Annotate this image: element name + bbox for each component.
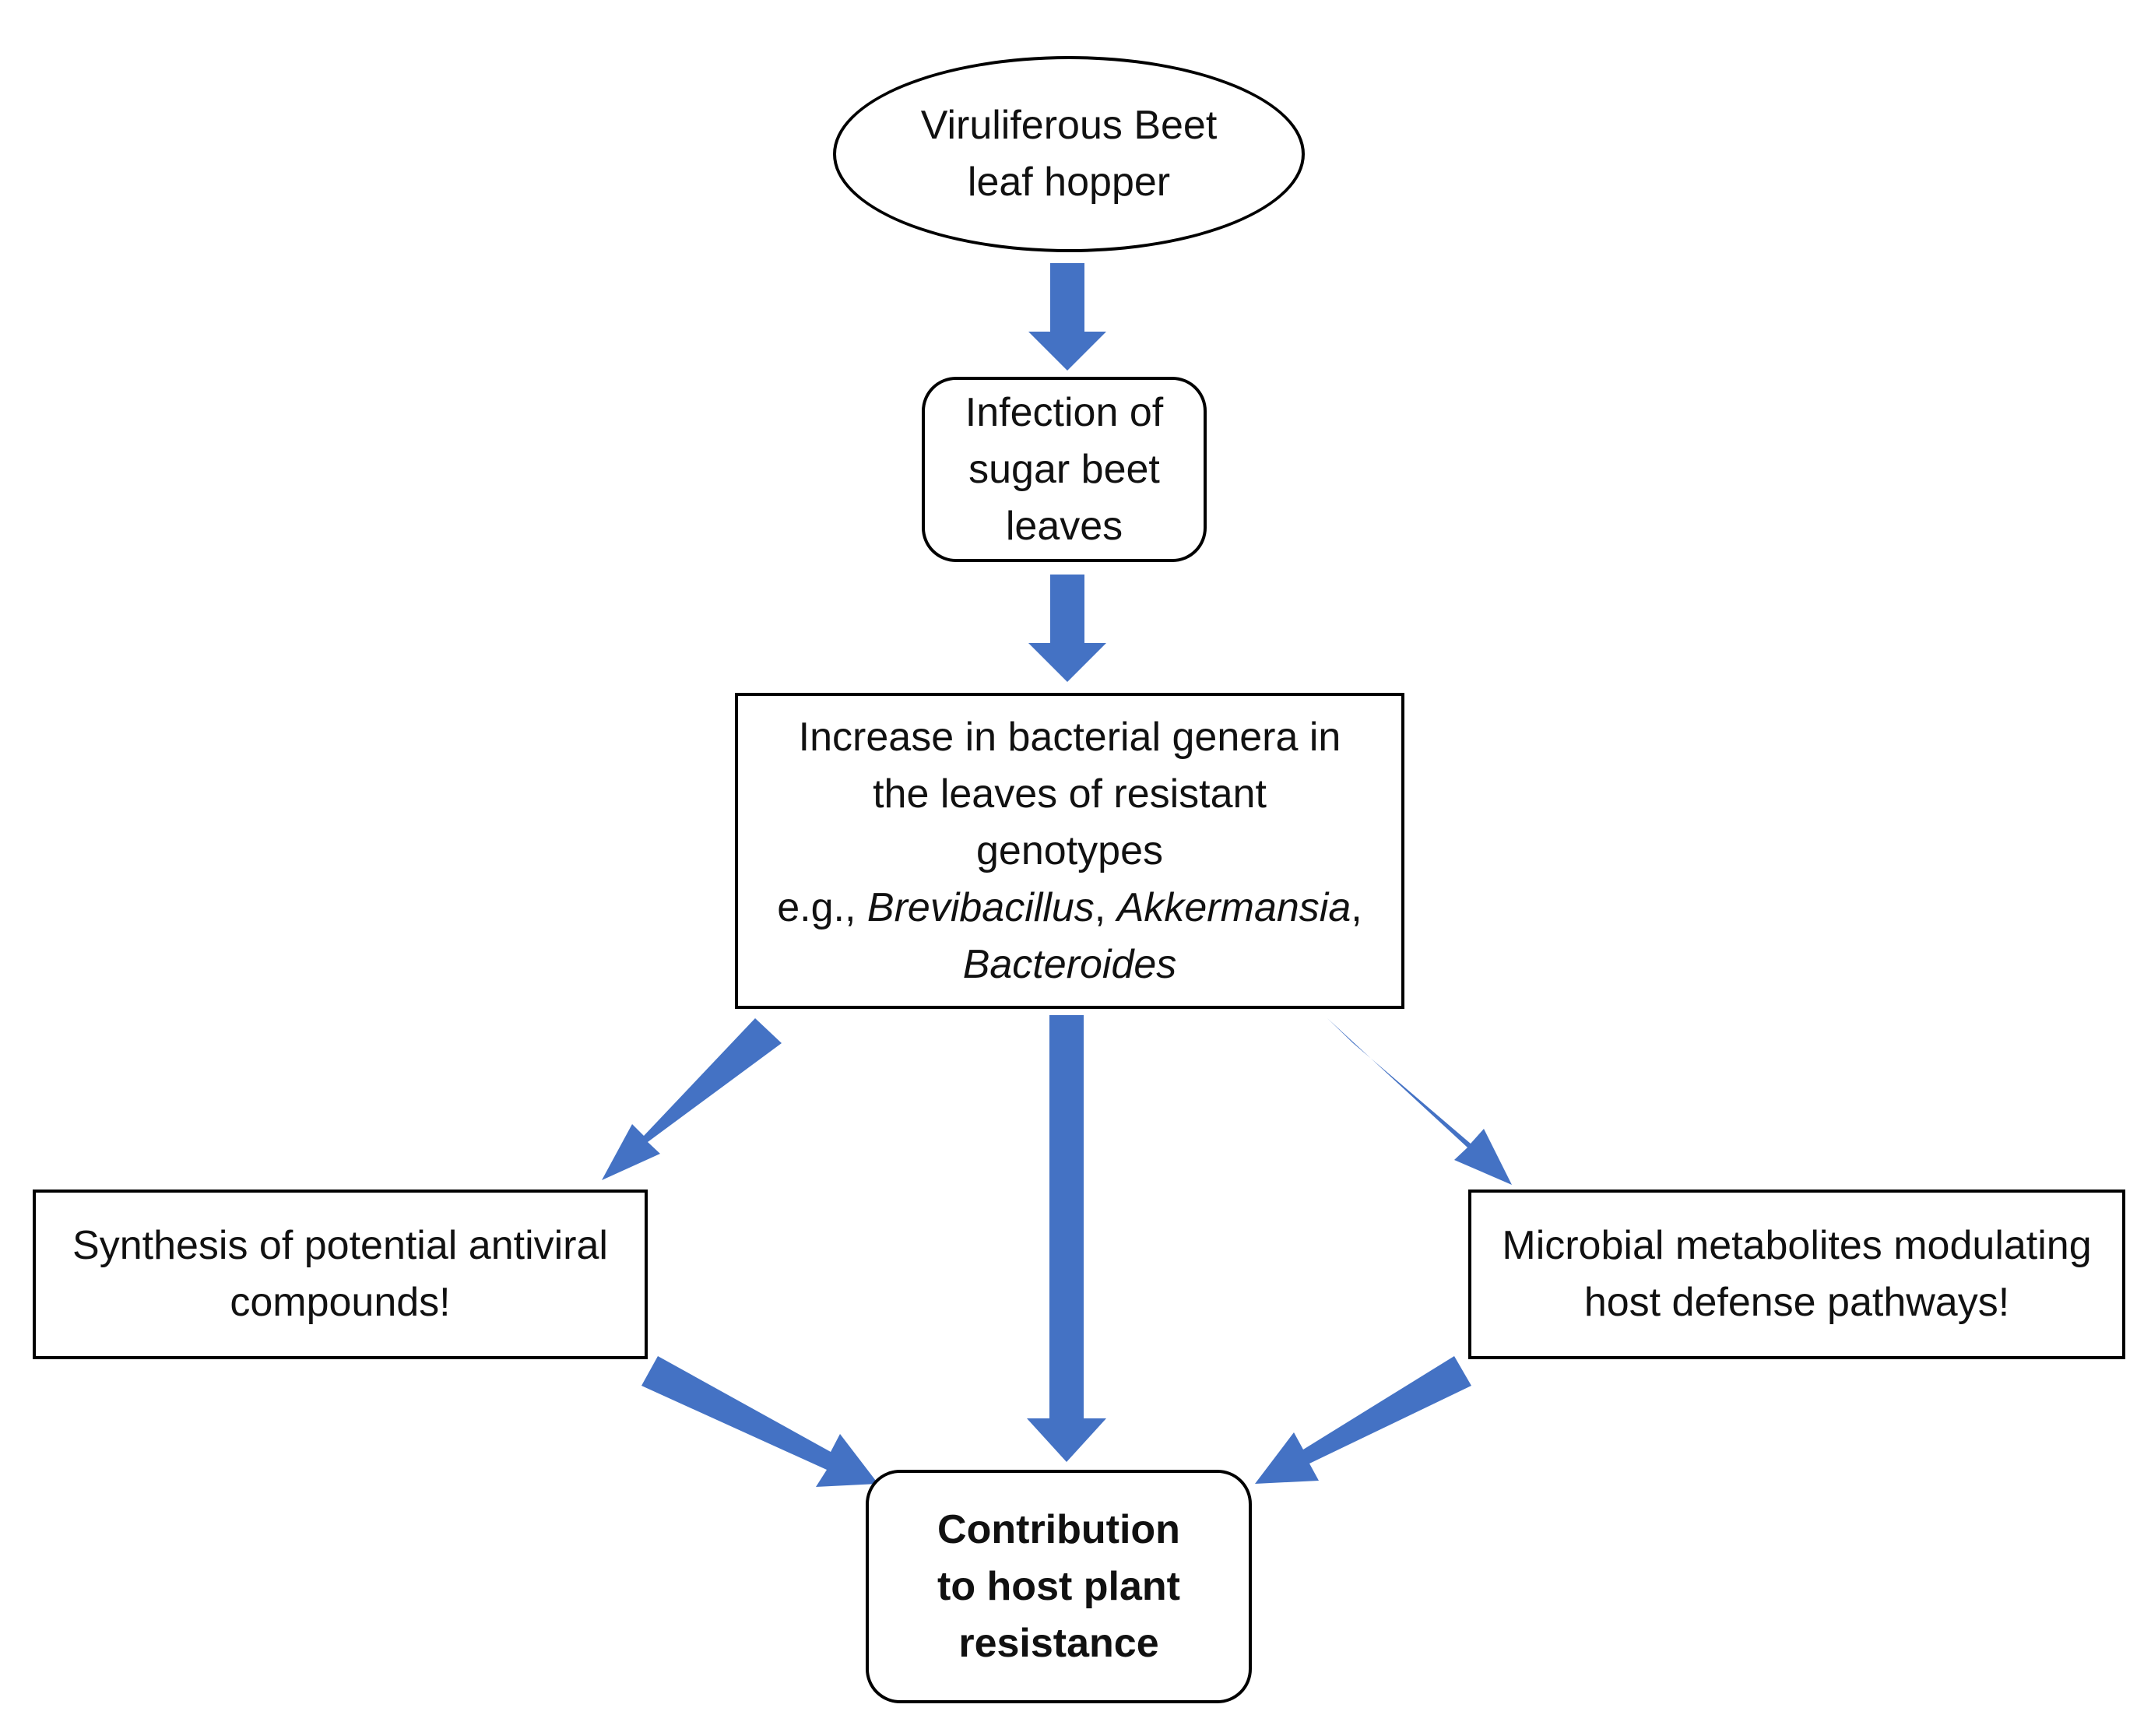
arrow-shape [1327, 1018, 1512, 1185]
node-resistance-line-3: resistance [958, 1620, 1159, 1666]
arrow-vector-to-infection [1028, 263, 1106, 371]
node-vector: Viruliferous Beet leaf hopper [833, 56, 1305, 252]
arrow-metabolites-to-resistance [1255, 1356, 1471, 1484]
node-infection-line-2: sugar beet [968, 446, 1160, 492]
node-metabolites-line-1: Microbial metabolites modulating [1502, 1223, 2092, 1268]
arrow-shape [641, 1356, 878, 1487]
node-increase-example-line: e.g., Brevibacillus, Akkermansia, [777, 880, 1362, 937]
arrow-shape [602, 1018, 782, 1180]
arrow-antiviral-to-resistance [641, 1356, 878, 1487]
node-resistance: Contribution to host plant resistance [866, 1470, 1252, 1703]
node-antiviral-line-1: Synthesis of potential antiviral [72, 1223, 608, 1268]
genus-trailing-comma: , [1351, 884, 1362, 930]
node-metabolites: Microbial metabolites modulating host de… [1468, 1190, 2125, 1359]
arrow-shape [1028, 263, 1106, 371]
node-increase-line-2: the leaves of resistant [873, 771, 1267, 817]
node-increase-line-1: Increase in bacterial genera in [798, 714, 1341, 760]
node-antiviral-line-2: compounds! [230, 1280, 451, 1325]
genus-bacteroides: Bacteroides [962, 941, 1177, 987]
arrow-increase-to-antiviral [602, 1018, 782, 1180]
arrow-increase-to-metabolites [1327, 1018, 1512, 1185]
arrow-shape [1028, 575, 1106, 682]
node-vector-line-1: Viruliferous Beet [920, 103, 1218, 148]
genus-separator-1: , [1094, 884, 1117, 930]
node-metabolites-line-2: host defense pathways! [1583, 1280, 2010, 1325]
node-increase-line-3: genotypes [976, 828, 1163, 873]
node-resistance-line-2: to host plant [937, 1563, 1180, 1609]
arrow-shape [1255, 1356, 1471, 1484]
node-increase: Increase in bacterial genera in the leav… [735, 693, 1404, 1009]
arrow-shape [1027, 1015, 1106, 1462]
genus-brevibacillus: Brevibacillus [866, 884, 1095, 930]
node-infection-line-1: Infection of [965, 389, 1164, 435]
node-vector-line-2: leaf hopper [967, 160, 1171, 205]
genus-akkermansia: Akkermansia [1116, 884, 1351, 930]
node-resistance-line-1: Contribution [937, 1506, 1180, 1552]
node-infection-line-3: leaves [1005, 503, 1123, 549]
node-antiviral: Synthesis of potential antiviral compoun… [33, 1190, 648, 1359]
example-prefix: e.g., [777, 884, 867, 930]
node-infection: Infection of sugar beet leaves [922, 377, 1207, 562]
arrow-increase-to-resistance [1027, 1015, 1106, 1462]
arrow-infection-to-increase [1028, 575, 1106, 682]
